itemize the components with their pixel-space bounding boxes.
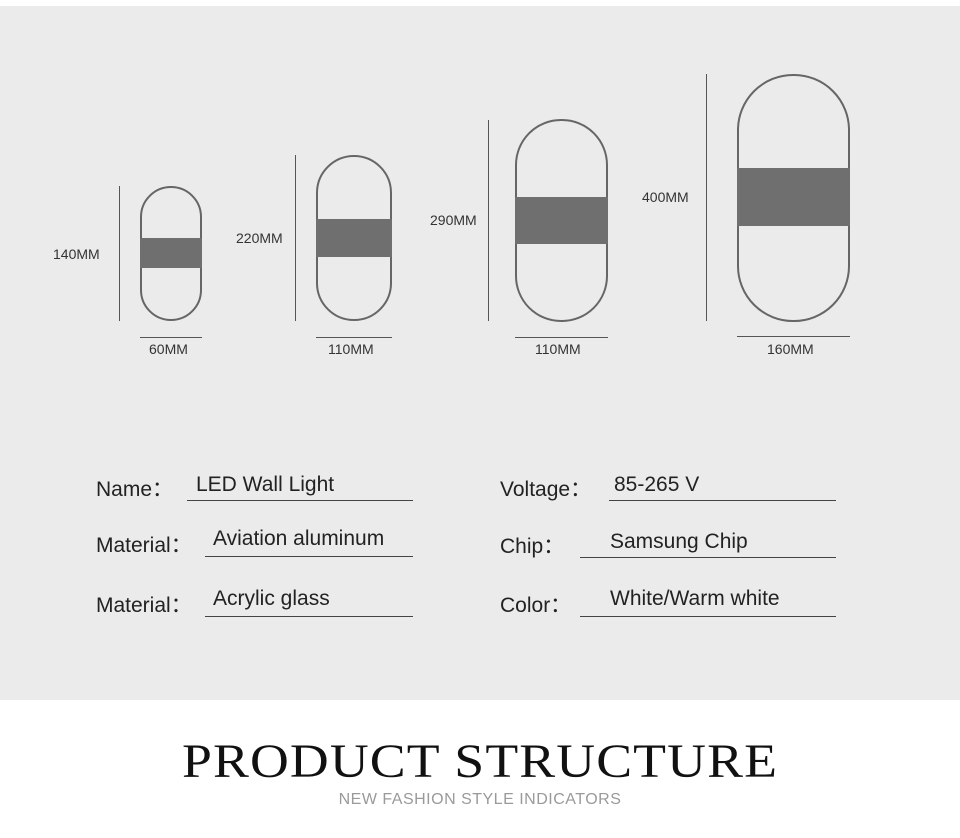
width-line	[515, 337, 608, 338]
spec-underline	[609, 500, 836, 501]
spec-voltage-value: 85-265 V	[614, 473, 700, 496]
lamp-3-height-label: 290MM	[430, 212, 477, 228]
lamp-1-width-label: 60MM	[149, 341, 188, 357]
spec-material-2-label: Material：	[96, 594, 192, 617]
spec-underline	[205, 616, 413, 617]
lamp-1-height-label: 140MM	[53, 246, 100, 262]
spec-underline	[580, 557, 836, 558]
lamp-3-band	[515, 197, 608, 244]
lamp-2-band	[316, 219, 392, 257]
spec-color-label: Color：	[500, 594, 572, 617]
spec-material-2-value: Acrylic glass	[213, 587, 330, 610]
lamp-1-band	[140, 238, 202, 268]
lamp-4-width-label: 160MM	[767, 341, 814, 357]
spec-chip-label: Chip：	[500, 535, 565, 558]
spec-underline	[580, 616, 836, 617]
lamp-4-height-label: 400MM	[642, 189, 689, 205]
lamp-2-width-label: 110MM	[328, 341, 374, 357]
lamp-3-width-label: 110MM	[535, 341, 581, 357]
height-line	[706, 74, 707, 321]
lamp-2-height-label: 220MM	[236, 230, 283, 246]
section-title: PRODUCT STRUCTURE	[181, 735, 779, 788]
spec-chip-value: Samsung Chip	[610, 530, 748, 553]
spec-underline	[187, 500, 413, 501]
height-line	[295, 155, 296, 321]
height-line	[119, 186, 120, 321]
spec-color-value: White/Warm white	[610, 587, 780, 610]
width-line	[140, 337, 202, 338]
spec-voltage-label: Voltage：	[500, 478, 592, 501]
spec-material-1-label: Material：	[96, 534, 192, 557]
spec-underline	[205, 556, 413, 557]
width-line	[737, 336, 850, 337]
section-subtitle: NEW FASHION STYLE INDICATORS	[338, 791, 622, 808]
spec-name-value: LED Wall Light	[196, 473, 335, 496]
spec-name-label: Name：	[96, 478, 174, 501]
spec-material-1-value: Aviation aluminum	[213, 527, 385, 550]
lamp-4-band	[737, 168, 850, 226]
width-line	[316, 337, 392, 338]
height-line	[488, 120, 489, 321]
